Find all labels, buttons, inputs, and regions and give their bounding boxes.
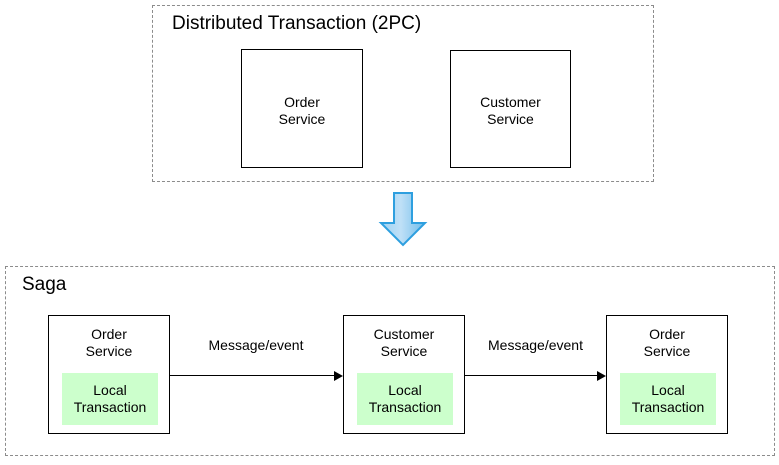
service-box-order-saga-1-line2: Service [85,343,133,359]
local-transaction-chip-1-line1: Local [93,382,127,398]
service-box-order-saga-1-line1: Order [91,326,127,342]
service-box-customer-saga-2-line2: Service [380,343,428,359]
local-transaction-chip-1: Local Transaction [62,373,158,425]
flow-arrow-1 [170,371,343,381]
group-distributed-transaction [152,5,654,182]
service-box-customer-top[interactable]: Customer Service [450,50,571,168]
service-box-order-saga-1[interactable]: Order Service Local Transaction [48,315,170,434]
service-box-order-top-line2: Service [278,111,326,127]
service-box-customer-saga-2[interactable]: Customer Service Local Transaction [343,315,465,434]
down-arrow-icon [378,191,428,247]
service-box-order-saga-3-line1: Order [649,326,685,342]
service-box-customer-saga-2-line1: Customer [373,326,435,342]
service-box-customer-top-line1: Customer [480,94,541,110]
local-transaction-chip-3: Local Transaction [620,373,716,425]
flow-label-2: Message/event [488,337,583,353]
local-transaction-chip-2: Local Transaction [357,373,453,425]
flow-label-1: Message/event [208,337,304,353]
group-distributed-transaction-title: Distributed Transaction (2PC) [172,13,422,34]
local-transaction-chip-3-line2: Transaction [631,399,705,415]
local-transaction-chip-2-line2: Transaction [368,399,442,415]
flow-arrow-2 [465,371,606,381]
service-box-order-top-line1: Order [284,94,320,110]
service-box-order-saga-3-line2: Service [643,343,691,359]
service-box-customer-top-line2: Service [487,111,534,127]
service-box-order-top[interactable]: Order Service [241,49,363,168]
group-saga [5,266,775,456]
group-saga-title: Saga [22,274,67,295]
local-transaction-chip-2-line1: Local [388,382,422,398]
local-transaction-chip-3-line1: Local [651,382,685,398]
service-box-order-saga-3[interactable]: Order Service Local Transaction [606,315,728,434]
local-transaction-chip-1-line2: Transaction [73,399,147,415]
